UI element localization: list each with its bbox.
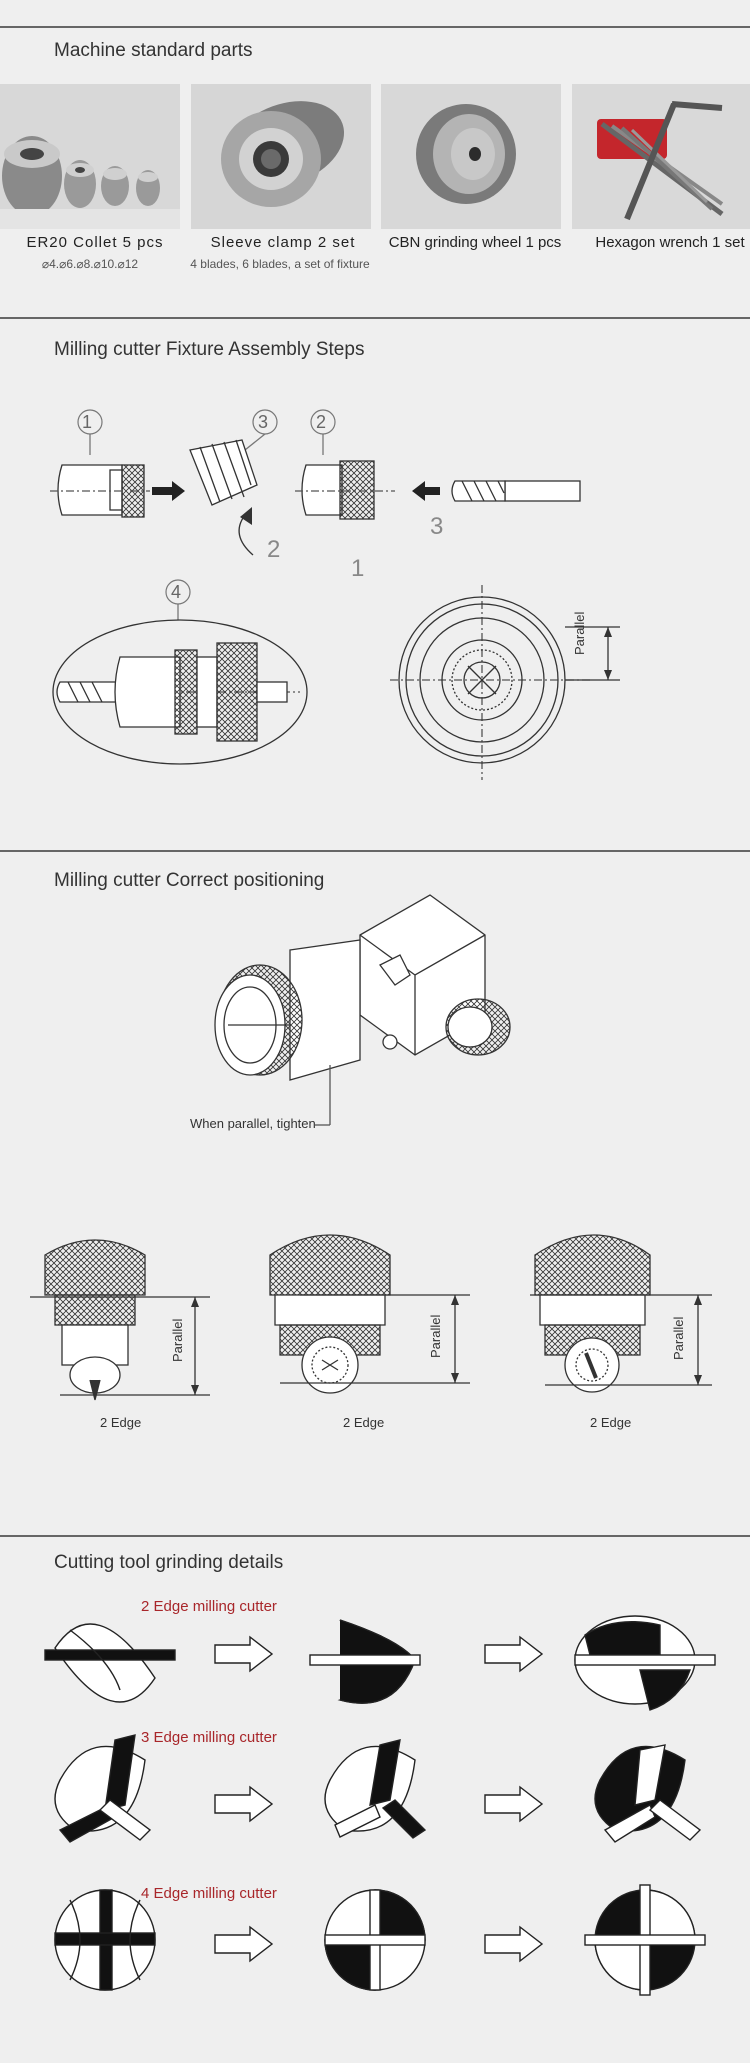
parallel-label-assembly: Parallel (572, 611, 587, 655)
row-label-2-edge: 2 Edge milling cutter (141, 1598, 277, 1615)
cbn-wheel-caption: CBN grinding wheel 1 pcs (388, 234, 562, 251)
section-title-positioning: Milling cutter Correct positioning (54, 870, 325, 891)
assembly-diagram (50, 409, 620, 780)
section-title-assembly: Milling cutter Fixture Assembly Steps (54, 339, 365, 360)
section-title-grinding: Cutting tool grinding details (54, 1552, 284, 1573)
positioning-diagram (214, 894, 511, 1126)
parallel-label-2: Parallel (428, 1314, 443, 1358)
section-divider (0, 850, 750, 852)
hex-wrench-caption: Hexagon wrench 1 set (595, 234, 745, 251)
marker-4: 4 (171, 582, 182, 602)
step-3: 3 (430, 513, 444, 540)
collet-sizes: ⌀4.⌀6.⌀8.⌀10.⌀12 (41, 257, 139, 271)
parallel-label-3: Parallel (671, 1316, 686, 1360)
marker-2: 2 (316, 412, 327, 432)
marker-1: 1 (82, 412, 93, 432)
sleeve-clamp-caption: Sleeve clamp 2 set (210, 234, 356, 251)
section-divider (0, 1535, 750, 1537)
marker-3: 3 (258, 412, 269, 432)
section-divider (0, 26, 750, 28)
sleeve-clamp-photo (191, 84, 371, 229)
row-label-4-edge: 4 Edge milling cutter (141, 1885, 277, 1902)
edge-label-3: 2 Edge (590, 1415, 632, 1430)
collet-caption: ER20 Collet 5 pcs (26, 234, 164, 251)
step-1: 1 (351, 555, 365, 582)
step-2: 2 (267, 536, 281, 563)
grinding-diagram (44, 1615, 716, 1996)
section-title-standard-parts: Machine standard parts (54, 40, 253, 61)
edge-alignment-diagram (30, 1234, 712, 1401)
collet-photo (0, 84, 180, 229)
row-label-3-edge: 3 Edge milling cutter (141, 1729, 277, 1746)
section-divider (0, 317, 750, 319)
edge-label-1: 2 Edge (100, 1415, 142, 1430)
edge-label-2: 2 Edge (343, 1415, 385, 1430)
sleeve-clamp-note: 4 blades, 6 blades, a set of fixture (190, 257, 370, 271)
parallel-label-1: Parallel (170, 1318, 185, 1362)
hex-wrench-photo (572, 84, 750, 229)
tighten-note: When parallel, tighten (190, 1116, 316, 1131)
cbn-wheel-photo (381, 84, 561, 229)
